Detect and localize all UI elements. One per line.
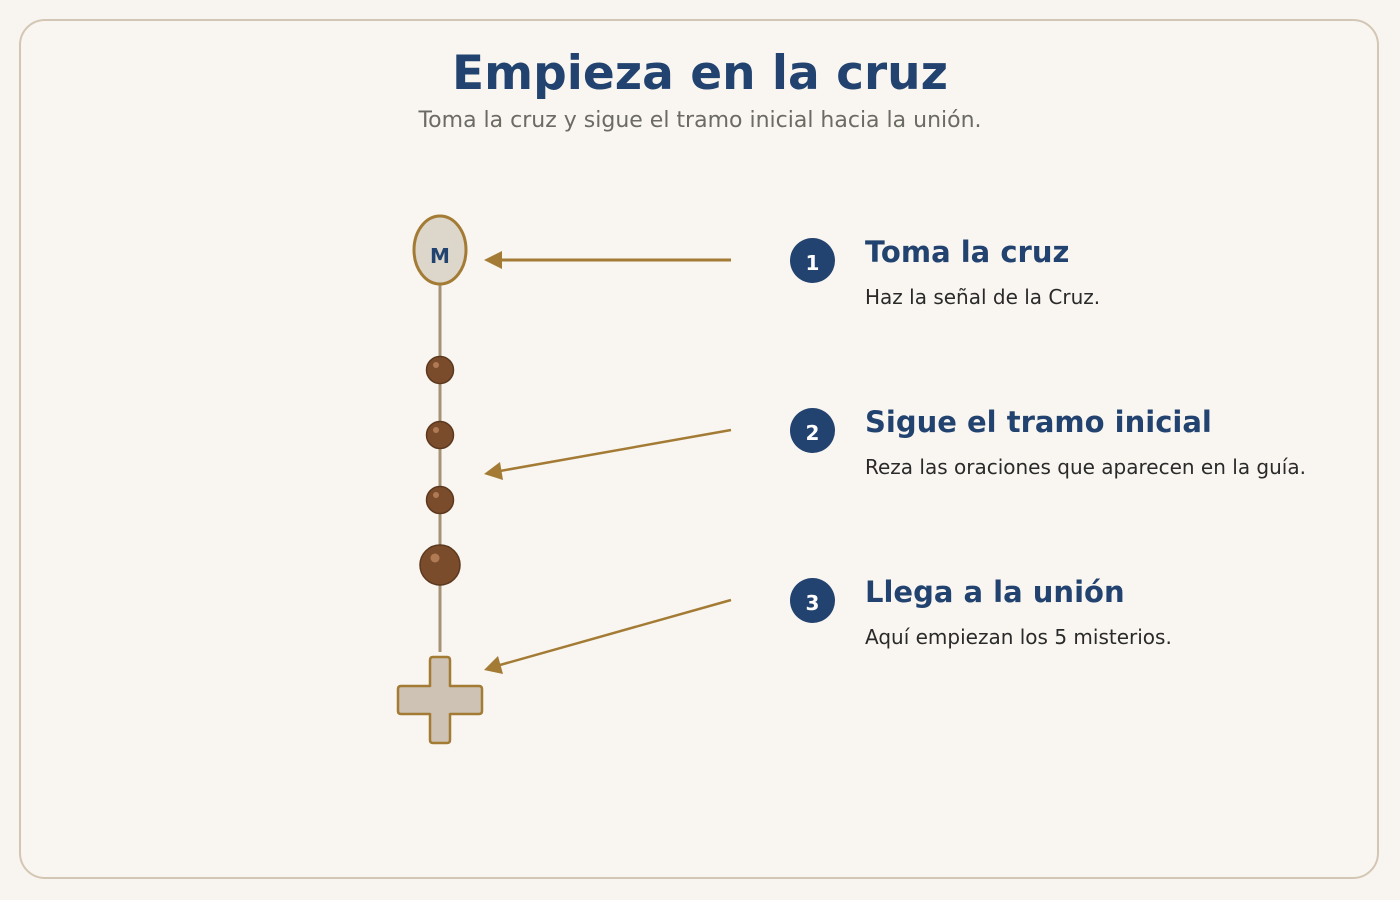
page-subtitle: Toma la cruz y sigue el tramo inicial ha… bbox=[418, 108, 982, 133]
crucifix bbox=[396, 655, 484, 745]
step-description: Reza las oraciones que aparecen en la gu… bbox=[865, 455, 1306, 479]
medal: M bbox=[412, 214, 468, 286]
step-2: 2 Sigue el tramo inicial Reza las oracio… bbox=[790, 405, 1390, 488]
arrow-step-2 bbox=[484, 428, 732, 480]
step-number-badge: 3 bbox=[790, 578, 835, 623]
bead-large bbox=[419, 544, 461, 586]
bead-3 bbox=[425, 485, 455, 515]
medal-shape bbox=[412, 214, 468, 286]
arrow-step-3 bbox=[484, 598, 732, 674]
bead-1 bbox=[425, 355, 455, 385]
step-description: Aquí empiezan los 5 misterios. bbox=[865, 625, 1172, 649]
page-title: Empieza en la cruz bbox=[452, 46, 948, 101]
medal-label: M bbox=[430, 244, 450, 268]
bead-2 bbox=[425, 420, 455, 450]
step-number-badge: 2 bbox=[790, 408, 835, 453]
step-title: Sigue el tramo inicial bbox=[865, 405, 1212, 439]
step-3: 3 Llega a la unión Aquí empiezan los 5 m… bbox=[790, 575, 1390, 658]
step-title: Toma la cruz bbox=[865, 235, 1070, 269]
card-panel bbox=[19, 19, 1379, 879]
step-description: Haz la señal de la Cruz. bbox=[865, 285, 1101, 309]
arrow-step-1 bbox=[484, 251, 731, 269]
step-number-badge: 1 bbox=[790, 238, 835, 283]
step-title: Llega a la unión bbox=[865, 575, 1125, 609]
step-1: 1 Toma la cruz Haz la señal de la Cruz. bbox=[790, 235, 1390, 318]
